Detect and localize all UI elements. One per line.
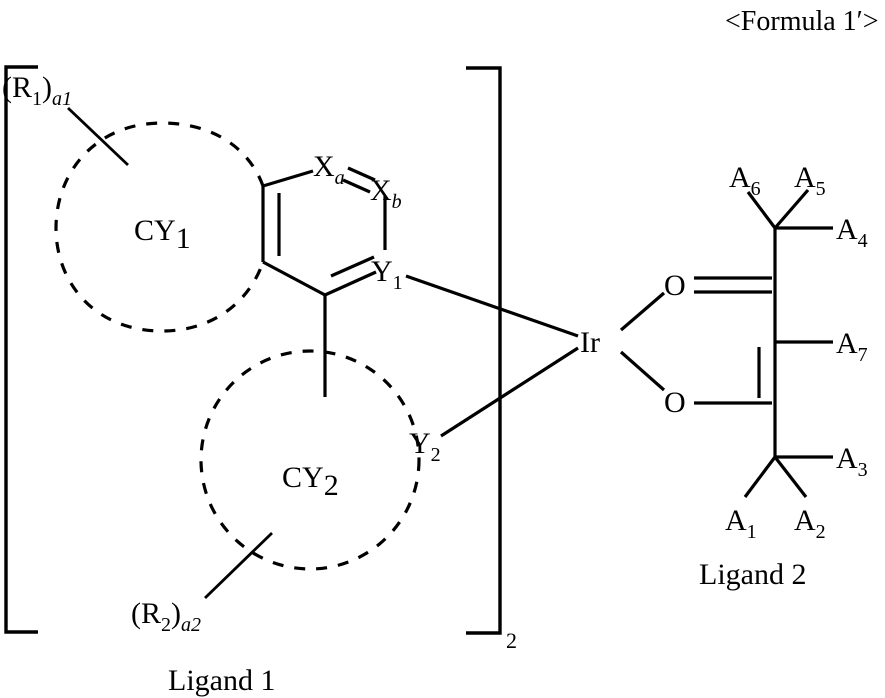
atom-label-xa: Xa — [313, 150, 345, 189]
atom-label-a7: A7 — [836, 327, 868, 366]
bracket-subscript: 2 — [506, 628, 517, 653]
substituent-bond-r1 — [67, 106, 129, 167]
bond-ir-o-lower — [619, 350, 666, 392]
atom-label-o-lower: O — [664, 386, 686, 419]
atom-label-a5: A5 — [794, 161, 826, 200]
substituent-label-r2: (R2)a2 — [131, 597, 201, 636]
atom-label-a4: A4 — [836, 213, 868, 252]
ring-label-cy1: CY1 — [134, 214, 191, 255]
bond-quaternary-a1 — [743, 456, 777, 498]
ring-label-cy2: CY2 — [282, 461, 339, 502]
caption-ligand1: Ligand 1 — [168, 664, 275, 697]
atom-label-ir: Ir — [580, 326, 600, 359]
caption-ligand2: Ligand 2 — [699, 558, 806, 591]
formula-title: <Formula 1′> — [725, 6, 879, 37]
atom-label-xb: Xb — [370, 174, 402, 213]
substituent-label-r1: (R1)a1 — [2, 71, 72, 110]
bond-o-c-upper — [694, 276, 772, 294]
left-bracket — [4, 65, 38, 634]
atom-label-o-upper: O — [664, 269, 686, 302]
right-bracket — [466, 66, 502, 635]
bond-quaternary-a6 — [746, 191, 777, 229]
bond-quaternary-a5 — [773, 188, 810, 230]
atom-label-a6: A6 — [729, 161, 761, 200]
ring-cy2 — [199, 349, 421, 571]
bond-center-c-lower — [757, 342, 777, 403]
bond-xa-xb — [342, 166, 376, 194]
bond-y1-ir — [405, 274, 579, 338]
substituent-bond-r2 — [204, 531, 273, 600]
atom-label-y1: Y1 — [371, 255, 403, 294]
atom-label-a3: A3 — [836, 442, 868, 481]
atom-label-a1: A1 — [725, 504, 757, 543]
bond-y2-ir — [440, 346, 579, 438]
bond-quaternary-a2 — [773, 456, 808, 498]
ring-cy1 — [54, 121, 265, 333]
bond-ir-o-upper — [619, 291, 666, 332]
central-ring — [261, 169, 387, 397]
atom-label-a2: A2 — [794, 504, 826, 543]
atom-label-y2: Y2 — [409, 427, 441, 466]
